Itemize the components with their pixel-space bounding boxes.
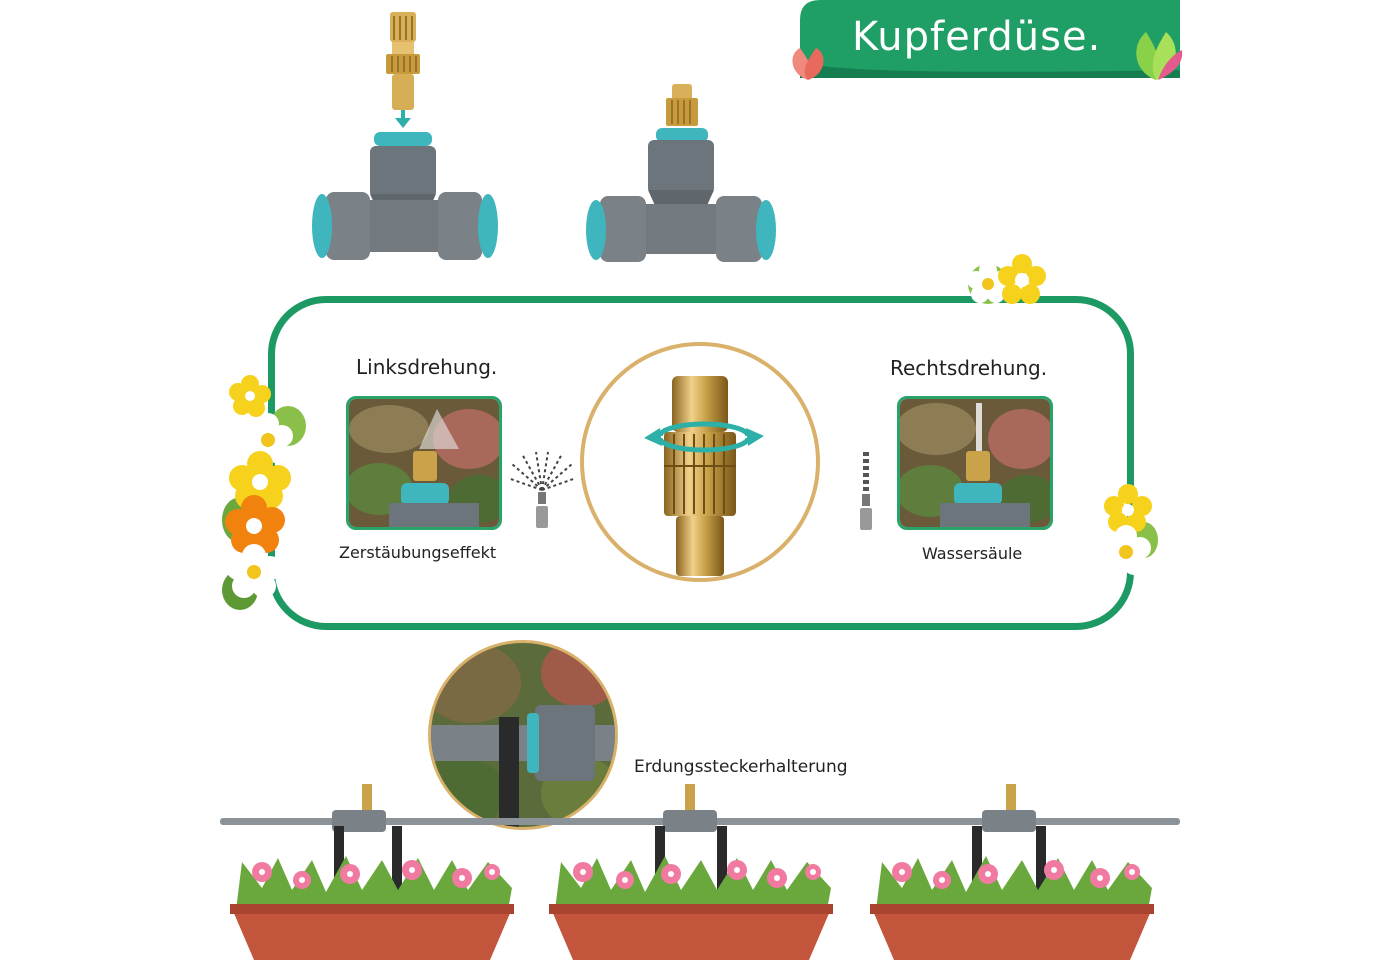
water-column-icon	[860, 452, 872, 530]
right-rotation-heading: Rechtsdrehung.	[890, 356, 1048, 380]
title-banner	[800, 0, 1180, 78]
leaf-icon	[1136, 32, 1183, 80]
ground-stake-caption: Erdungssteckerhalterung	[634, 757, 848, 777]
nozzle-closeup	[580, 342, 820, 582]
tee-connector-with-nozzle-exploded	[312, 12, 498, 260]
left-rotation-heading: Linksdrehung.	[356, 355, 498, 379]
left-rotation-caption: Zerstäubungseffekt	[339, 543, 497, 562]
planter-box	[230, 784, 514, 960]
tee-connector-with-nozzle-assembled	[586, 84, 776, 262]
right-rotation-caption: Wassersäule	[922, 544, 1023, 563]
flower-icon	[222, 375, 306, 610]
mist-effect-photo	[346, 396, 502, 530]
flower-icon	[967, 254, 1046, 304]
water-column-photo	[897, 396, 1053, 530]
planter-box	[549, 784, 833, 960]
page-title: Kupferdüse.	[852, 14, 1102, 60]
leaf-icon	[792, 48, 824, 80]
flower-icon	[1101, 484, 1158, 575]
rotation-arrow-icon	[644, 421, 764, 453]
planter-box	[870, 784, 1154, 960]
spray-icon	[507, 451, 577, 528]
